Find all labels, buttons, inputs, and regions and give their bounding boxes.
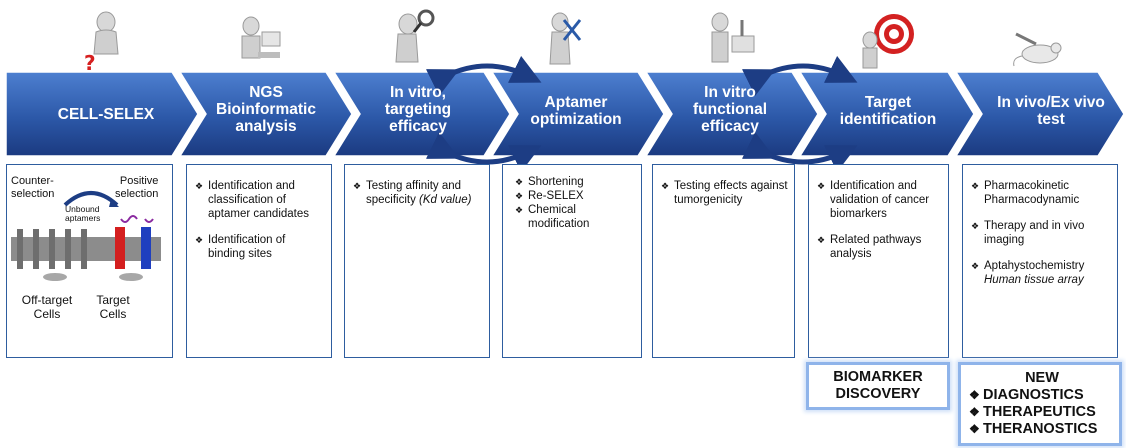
step-label-aptamer-optimization: Aptamer optimization — [530, 94, 622, 128]
target-list: Identification and validation of cancer … — [817, 179, 942, 261]
step-label-in-vivo-test: In vivo/Ex vivo test — [997, 94, 1105, 128]
affinity-text: Testing affinity and specificity — [366, 180, 462, 206]
chevron-step-7 — [954, 71, 1125, 157]
in-vivo-item: Therapy and in vivo imaging — [971, 219, 1111, 247]
target-cells-label: Target Cells — [96, 293, 130, 321]
optimization-item: Shortening — [515, 175, 635, 189]
figure-computer-user-icon — [241, 16, 281, 59]
ngs-box: Identification and classification of apt… — [186, 164, 332, 358]
off-target-cells-label: Off-target Cells — [21, 293, 73, 321]
new-title: NEW — [1025, 370, 1059, 386]
target-icon — [862, 14, 914, 69]
optimization-item: Re-SELEX — [515, 189, 635, 203]
in-vivo-item: Pharmacokinetic Pharmacodynamic — [971, 179, 1111, 207]
kd-value-note: (Kd value) — [419, 194, 472, 206]
ngs-item: Identification of binding sites — [195, 233, 325, 261]
human-tissue-array-text: Human tissue array — [984, 274, 1084, 286]
step-label-ngs: NGS Bioinformatic analysis — [216, 84, 316, 135]
in-vitro-targeting-list: Testing affinity and specificity (Kd val… — [353, 179, 483, 207]
in-vitro-targeting-item: Testing affinity and specificity (Kd val… — [353, 179, 483, 207]
aptahystochemistry-text: Aptahystochemistry — [984, 260, 1085, 272]
chevron-step-1 — [5, 71, 199, 157]
connector-arcs — [425, 55, 858, 173]
ngs-list: Identification and classification of apt… — [195, 179, 325, 261]
connector-arc-bottom-right — [741, 131, 858, 173]
target-item: Identification and validation of cancer … — [817, 179, 942, 221]
optimization-item: Chemical modification — [515, 203, 635, 231]
figure-magnifier-person-icon — [395, 9, 435, 63]
chevron-step-2 — [178, 71, 353, 157]
positive-selection-label: Positive selection — [115, 175, 159, 200]
step-label-cell-selex: CELL-SELEX — [57, 106, 155, 123]
new-outputs-box: NEW DIAGNOSTICS THERAPEUTICS THERANOSTIC… — [958, 362, 1122, 446]
functional-item: Testing effects against tumorgenicity — [661, 179, 788, 207]
biomarker-discovery-box: BIOMARKER DISCOVERY — [806, 362, 950, 410]
step-label-target-identification: Target identification — [839, 94, 937, 128]
unbound-aptamers-label: Unbound aptamers — [65, 204, 101, 223]
target-item: Related pathways analysis — [817, 233, 942, 261]
new-outputs-list: DIAGNOSTICS THERAPEUTICS THERANOSTICS — [969, 387, 1119, 438]
biomarker-discovery-text: BIOMARKER DISCOVERY — [833, 369, 923, 402]
ngs-item: Identification and classification of apt… — [195, 179, 325, 221]
in-vitro-targeting-box: Testing affinity and specificity (Kd val… — [344, 164, 490, 358]
figure-microscope-person-icon — [711, 12, 755, 63]
step-label-in-vitro-targeting: In vitro, targeting efficacy — [384, 84, 452, 135]
connector-arc-top-left — [425, 55, 542, 97]
unbound-aptamers-arrow — [63, 191, 119, 207]
in-vivo-list: Pharmacokinetic Pharmacodynamic Therapy … — [971, 179, 1111, 287]
figure-thinking-person-icon: ? — [84, 11, 119, 74]
new-output-item: THERANOSTICS — [969, 421, 1119, 438]
optimization-list: Shortening Re-SELEX Chemical modificatio… — [515, 175, 635, 231]
mouse-syringe-icon — [1013, 32, 1062, 67]
new-output-item: DIAGNOSTICS — [969, 387, 1119, 404]
cell-membrane-illustration — [11, 215, 161, 281]
functional-box: Testing effects against tumorgenicity — [652, 164, 795, 358]
figure-scissors-person-icon — [549, 12, 582, 65]
functional-list: Testing effects against tumorgenicity — [661, 179, 788, 207]
counter-selection-label: Counter- selection — [11, 175, 55, 200]
connector-arc-bottom-left — [425, 131, 542, 173]
new-output-item: THERAPEUTICS — [969, 404, 1119, 421]
optimization-box: Shortening Re-SELEX Chemical modificatio… — [502, 164, 642, 358]
target-box: Identification and validation of cancer … — [808, 164, 949, 358]
svg-text:?: ? — [84, 51, 96, 74]
connector-arc-top-right — [741, 55, 858, 97]
step-label-in-vitro-functional: In vitro functional efficacy — [692, 84, 768, 135]
in-vivo-box: Pharmacokinetic Pharmacodynamic Therapy … — [962, 164, 1118, 358]
cell-selex-box: Counter- selection Positive selection Un… — [6, 164, 173, 358]
